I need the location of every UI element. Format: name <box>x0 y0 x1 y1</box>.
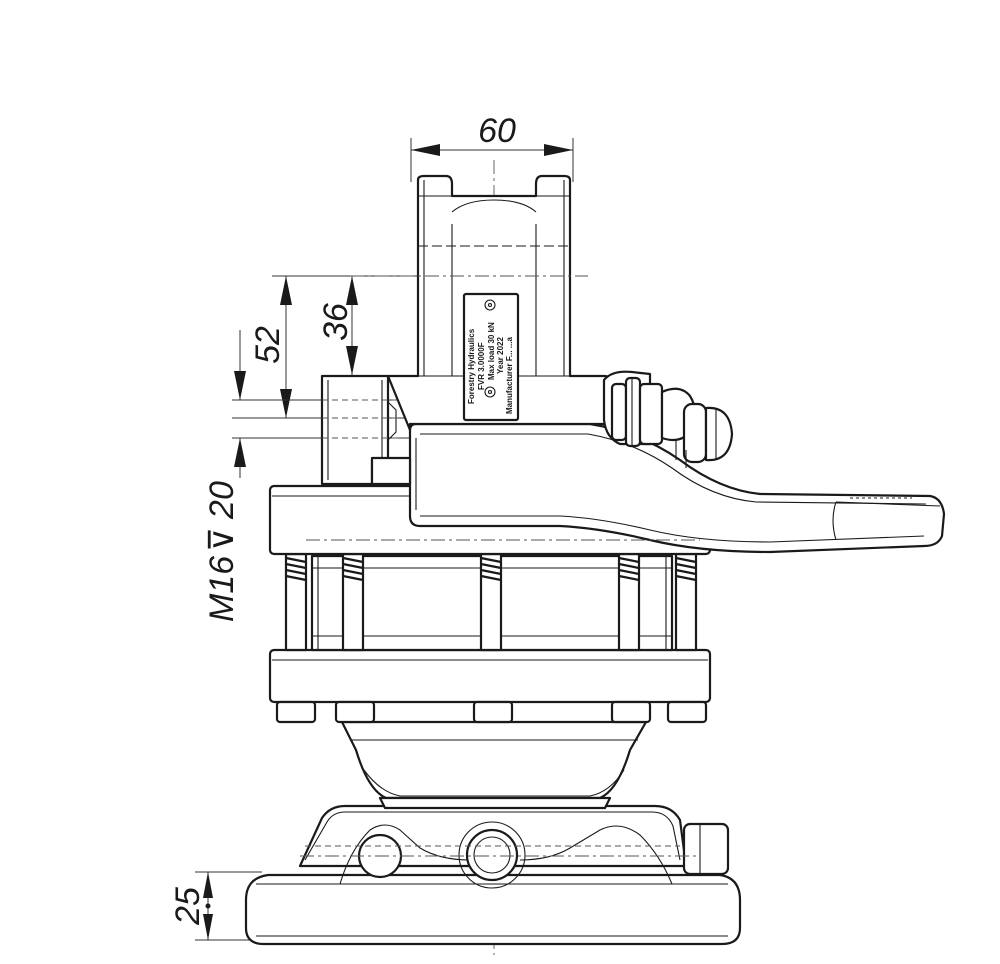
base-port-outer <box>458 821 526 889</box>
dimension-25: 25 <box>169 871 262 941</box>
nameplate-line1: Forestry Hydraulics <box>467 328 476 404</box>
lower-flange <box>268 648 712 724</box>
dim-60-label: 60 <box>478 112 516 150</box>
stud-1 <box>284 552 308 652</box>
nameplate: Forestry Hydraulics FVR 3.0000F Max load… <box>462 292 520 422</box>
nameplate-line3: Max load 30 kN <box>487 322 496 380</box>
studs <box>284 552 698 652</box>
nameplate-line5: Manufacturer F... ...a <box>505 337 514 414</box>
stud-5 <box>674 552 698 652</box>
dim-thread-label: M16⊽20 <box>203 481 241 622</box>
stud-2 <box>341 552 365 652</box>
lower-bolt-heads <box>275 700 708 724</box>
dim-52-label: 52 <box>249 326 287 364</box>
nameplate-line4: Year 2022 <box>496 337 505 374</box>
base-block <box>244 804 742 946</box>
nameplate-line2: FVR 3.0000F <box>477 342 486 390</box>
stud-4 <box>617 552 641 652</box>
stud-3 <box>479 552 503 652</box>
bearing-housing <box>340 720 648 810</box>
dim-25-label: 25 <box>169 887 207 926</box>
dim-36-label: 36 <box>317 303 355 341</box>
dimension-60: 60 <box>410 112 574 182</box>
hydraulic-fittings <box>602 370 734 468</box>
